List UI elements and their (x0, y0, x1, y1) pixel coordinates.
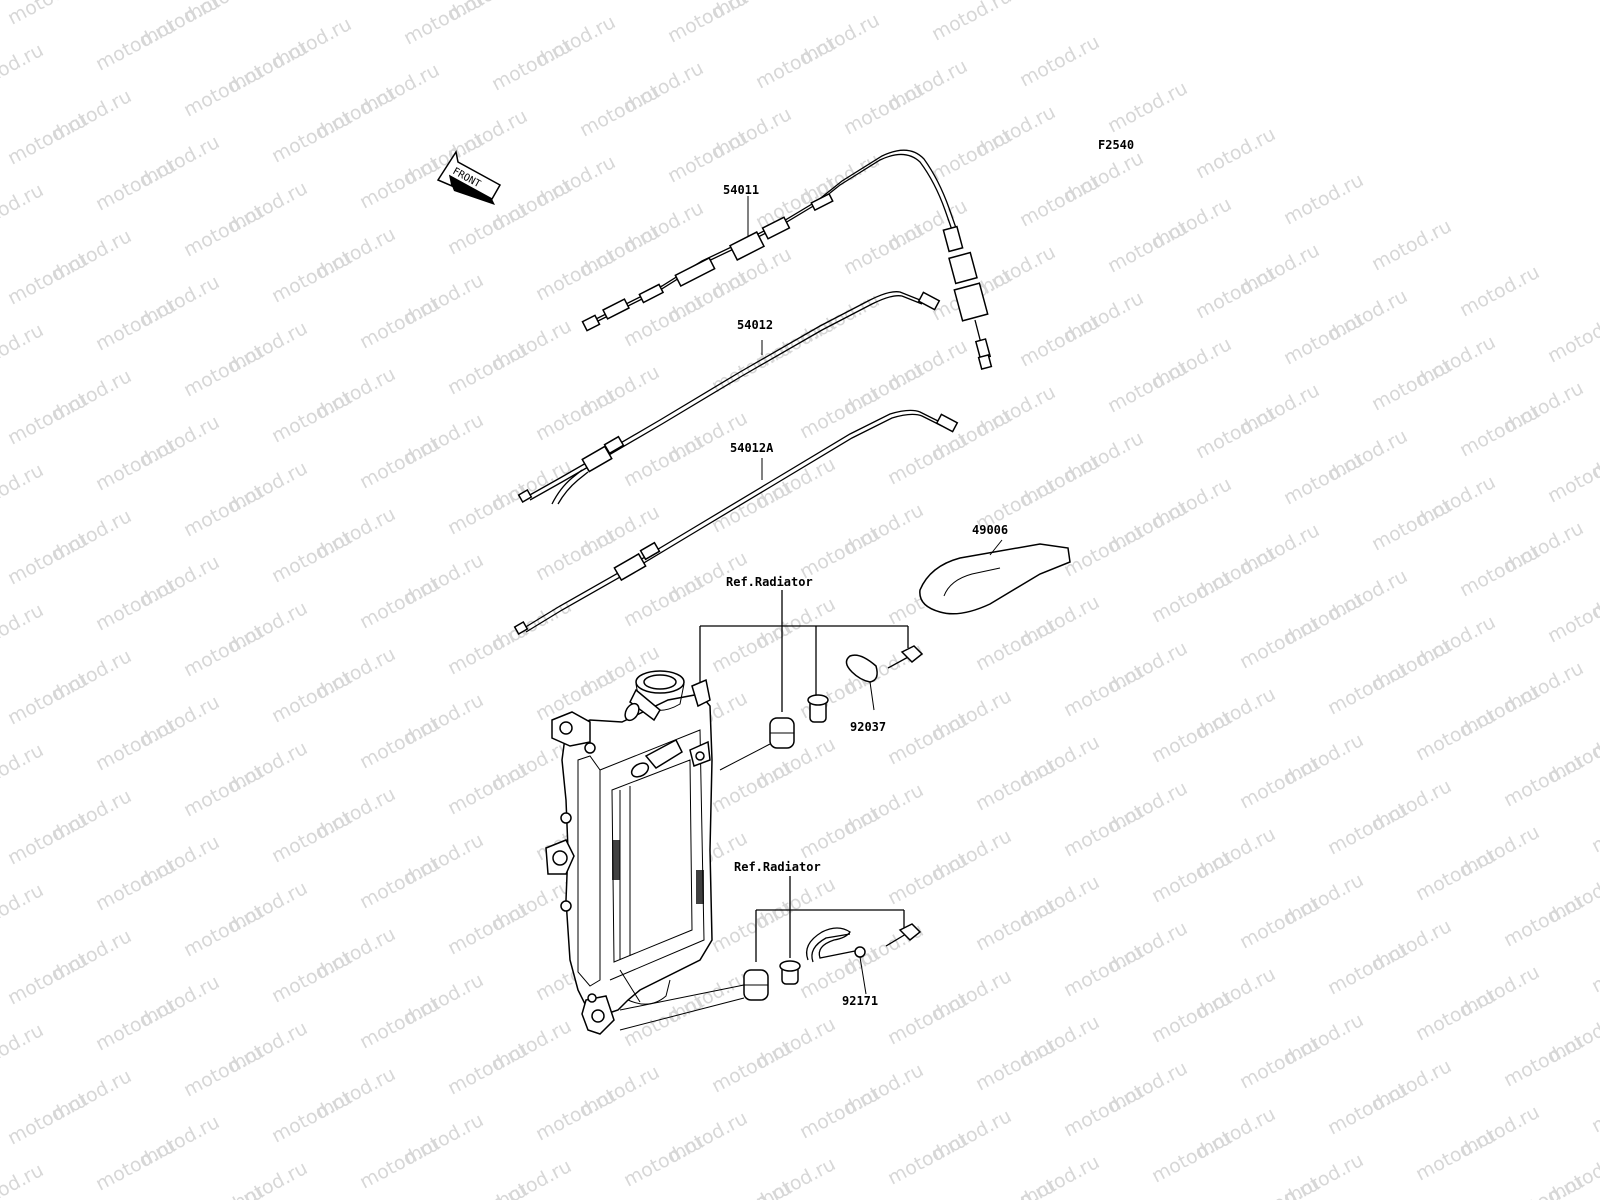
collar-upper-icon (807, 694, 829, 723)
bolt-upper-icon (887, 645, 924, 669)
clamp-92171-icon (805, 927, 867, 995)
label-54012A: 54012A (730, 441, 774, 455)
ref-radiator-upper: Ref.Radiator (726, 575, 813, 589)
front-arrow-icon: FRONT (436, 150, 502, 205)
mount-upper-left-icon (551, 711, 596, 754)
grommet-lower-icon (743, 969, 769, 1001)
radiator-assembly (545, 670, 713, 1035)
label-92037: 92037 (850, 720, 886, 734)
radiator-filler-neck-icon (635, 670, 685, 711)
ref-radiator-lower: Ref.Radiator (734, 860, 821, 874)
label-49006: 49006 (972, 523, 1008, 537)
label-54012: 54012 (737, 318, 773, 332)
radiator-hose-pipe-icon (624, 688, 683, 778)
upper-reference-group: Ref.Radiator 92037 (699, 575, 924, 771)
part-49006: 49006 (919, 523, 1071, 615)
radiator-fins (612, 840, 704, 904)
cable-54011: 54011 (581, 149, 993, 371)
mount-side-icon (545, 812, 575, 912)
label-92171: 92171 (842, 994, 878, 1008)
grommet-upper-icon (769, 717, 795, 749)
cable-54012A: 54012A (513, 409, 959, 635)
bolt-lower-icon (885, 923, 922, 947)
cable-54012: 54012 (517, 291, 941, 505)
figure-code: F2540 (1098, 138, 1134, 152)
mount-lower-icon (581, 993, 615, 1035)
mount-upper-right-icon (689, 678, 711, 767)
label-54011: 54011 (723, 183, 759, 197)
collar-lower-icon (779, 960, 801, 985)
lower-reference-group: Ref.Radiator 92171 (619, 860, 922, 1031)
clamp-92037-icon (845, 654, 878, 711)
